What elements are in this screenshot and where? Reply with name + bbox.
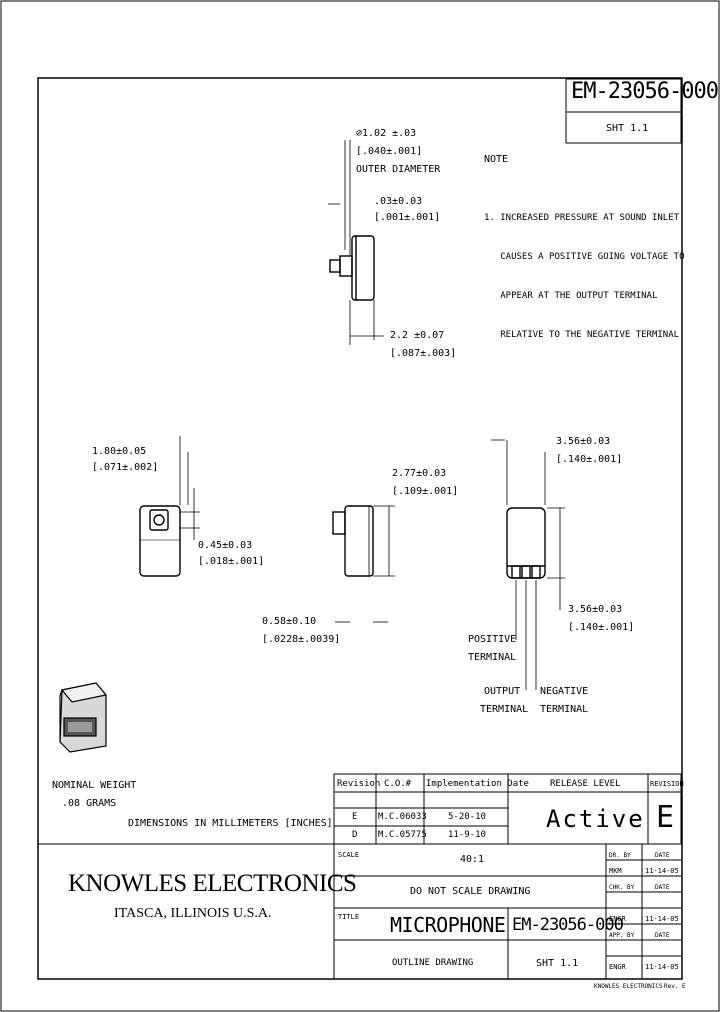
note-line: APPEAR AT THE OUTPUT TERMINAL [484, 291, 658, 301]
release-level-value: Active [546, 805, 645, 833]
middle-view-part [332, 505, 374, 577]
dim-diameter-label: OUTER DIAMETER [356, 164, 441, 175]
rev-row-2-rev: D [352, 830, 358, 840]
no-scale-note: DO NOT SCALE DRAWING [410, 886, 531, 897]
footer-left: KNOWLES ELECTRONICS [594, 983, 663, 990]
dim-diameter-in: [.040±.001] [356, 146, 423, 157]
dr-date-value: 11-14-05 [645, 867, 679, 875]
revision-header: REVISION [650, 780, 684, 788]
revision-table-grid [333, 773, 682, 845]
note-line: 1. INCREASED PRESSURE AT SOUND INLET [484, 213, 680, 223]
dim-right-bottom-in: [.140±.001] [568, 622, 635, 633]
label-output-terminal: OUTPUT [484, 686, 521, 697]
dim-mid-bottom-in: [.0228±.0039] [262, 634, 341, 645]
title-label: TITLE [338, 913, 360, 921]
note-title: NOTE [484, 154, 509, 165]
dim-left-top-in: [.071±.002] [92, 462, 159, 473]
dim-right-top-mm: 3.56±0.03 [556, 436, 611, 447]
note-line: CAUSES A POSITIVE GOING VOLTAGE TO [484, 252, 685, 262]
app-by-value: ENGR [609, 963, 626, 971]
dim-port-mm: .03±0.03 [374, 196, 423, 207]
chk-by-value: ENGR [609, 915, 626, 923]
weight-value: .08 GRAMS [62, 798, 117, 809]
dim-right-top-in: [.140±.001] [556, 454, 623, 465]
label-positive-terminal: POSITIVE [468, 634, 517, 645]
doc-number-title: EM-23056-000 [512, 915, 624, 935]
dr-by-label: DR. BY [609, 852, 631, 859]
drawing-title: MICROPHONE [390, 913, 506, 937]
rev-header-co: C.O.# [384, 779, 412, 789]
label-negative-terminal: NEGATIVE [540, 686, 589, 697]
weight-label: NOMINAL WEIGHT [52, 780, 137, 791]
footer-right: Rev. E [664, 983, 686, 990]
rev-header-revision: Revision [337, 779, 381, 789]
inner-border [37, 77, 683, 980]
app-date-value: 11-14-05 [645, 963, 679, 971]
note-line: RELATIVE TO THE NEGATIVE TERMINAL [484, 330, 680, 340]
dim-length-mm: 2.2 ±0.07 [390, 330, 445, 341]
rev-row-1-rev: E [352, 812, 358, 822]
left-view-part [139, 505, 181, 577]
dim-left-port-in: [.018±.001] [198, 556, 265, 567]
chk-date-label: DATE [655, 884, 670, 891]
sheet-number-top: SHT 1.1 [606, 123, 649, 134]
dim-mid-bottom-mm: 0.58±0.10 [262, 616, 317, 627]
dimensions-note: DIMENSIONS IN MILLIMETERS [INCHES] [128, 818, 333, 829]
chk-by-label: CHK. BY [609, 884, 635, 891]
scale-label: SCALE [338, 851, 360, 859]
left-view-dims [179, 436, 200, 540]
dim-mid-top-in: [.109±.001] [392, 486, 459, 497]
label-positive-terminal-2: TERMINAL [468, 652, 517, 663]
app-by-label: APP. BY [609, 932, 635, 939]
dr-date-label: DATE [655, 852, 670, 859]
rev-row-1-co: M.C.06033 [378, 812, 427, 822]
dr-by-value: MKM [609, 867, 622, 875]
sheet-number-title: SHT 1.1 [536, 958, 579, 969]
doc-number-top: EM-23056-000 [571, 79, 719, 104]
dim-left-port-mm: 0.45±0.03 [198, 540, 253, 551]
top-view-dims [328, 140, 384, 345]
doc-number-box [565, 78, 682, 144]
title-block-grid [38, 843, 681, 979]
isometric-part-image [59, 682, 108, 753]
company-name: KNOWLES ELECTRONICS [68, 870, 357, 897]
drawing-subtitle: OUTLINE DRAWING [392, 958, 474, 968]
dim-mid-top-mm: 2.77±0.03 [392, 468, 447, 479]
dim-length-in: [.087±.003] [390, 348, 457, 359]
app-date-label: DATE [655, 932, 670, 939]
chk-date-value: 11-14-05 [645, 915, 679, 923]
release-level-header: RELEASE LEVEL [550, 779, 621, 789]
label-negative-terminal-2: TERMINAL [540, 704, 589, 715]
revision-value: E [656, 800, 675, 835]
right-view-part [506, 507, 546, 579]
rev-row-2-co: M.C.05775 [378, 830, 427, 840]
right-view-dims [491, 439, 565, 690]
dim-left-top-mm: 1.80±0.05 [92, 446, 147, 457]
label-output-terminal-2: TERMINAL [480, 704, 529, 715]
dim-right-bottom-mm: 3.56±0.03 [568, 604, 623, 615]
dim-port-in: [.001±.001] [374, 212, 441, 223]
scale-value: 40:1 [460, 854, 485, 865]
middle-view-dims [335, 505, 395, 623]
top-view-part [329, 235, 375, 301]
company-location: ITASCA, ILLINOIS U.S.A. [114, 906, 272, 921]
rev-header-date: Implementation Date [426, 779, 529, 789]
rev-row-2-date: 11-9-10 [448, 830, 486, 840]
rev-row-1-date: 5-20-10 [448, 812, 486, 822]
note-text: 1. INCREASED PRESSURE AT SOUND INLET CAU… [484, 186, 684, 355]
dim-diameter-mm: ∅1.02 ±.03 [356, 128, 417, 139]
